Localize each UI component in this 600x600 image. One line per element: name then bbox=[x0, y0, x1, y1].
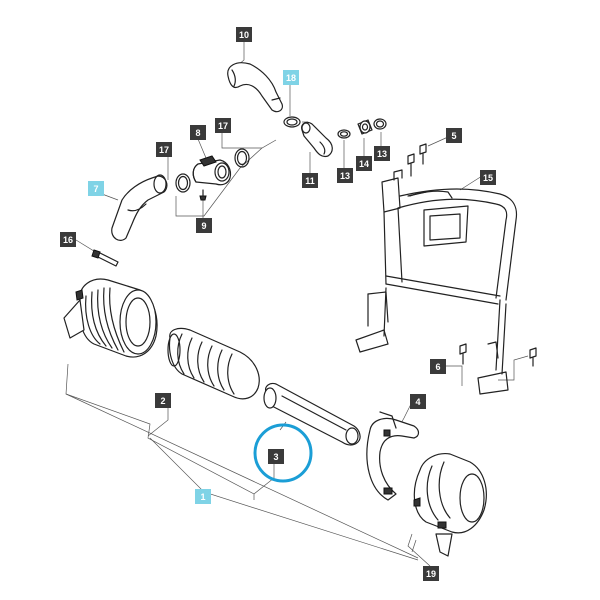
svg-text:17: 17 bbox=[159, 145, 169, 155]
clamp-13-right bbox=[373, 118, 387, 130]
callout-8: 8 bbox=[190, 125, 206, 140]
svg-text:11: 11 bbox=[305, 176, 315, 186]
svg-text:2: 2 bbox=[160, 396, 165, 406]
svg-text:3: 3 bbox=[273, 452, 278, 462]
callout-9: 9 bbox=[196, 218, 212, 233]
highlight-ring bbox=[253, 423, 313, 483]
clamp-17-left bbox=[175, 173, 191, 193]
callout-17-upper: 17 bbox=[215, 118, 231, 133]
svg-text:15: 15 bbox=[483, 173, 493, 183]
callout-3: 3 bbox=[268, 449, 284, 464]
intake-hose bbox=[111, 174, 168, 241]
callout-labels: 10 18 8 17 17 7 9 16 11 13 14 13 5 15 6 … bbox=[60, 27, 496, 581]
svg-text:18: 18 bbox=[286, 73, 296, 83]
callout-10: 10 bbox=[236, 27, 252, 42]
svg-text:7: 7 bbox=[93, 184, 98, 194]
mounting-bracket bbox=[355, 169, 518, 395]
callout-19: 19 bbox=[423, 566, 439, 581]
bolt-6-right bbox=[529, 347, 537, 367]
svg-text:19: 19 bbox=[426, 569, 436, 579]
filter-housing bbox=[63, 278, 158, 358]
screw-9 bbox=[199, 189, 207, 201]
callout-1: 1 bbox=[195, 489, 211, 504]
clamp-17-right bbox=[234, 148, 250, 168]
callout-11: 11 bbox=[302, 173, 318, 188]
bolt-5-right bbox=[419, 143, 427, 165]
bolt-16 bbox=[91, 249, 119, 267]
callout-16: 16 bbox=[60, 232, 76, 247]
clamp-13-left bbox=[337, 129, 351, 139]
filter-element bbox=[167, 327, 260, 400]
bolt-6-left bbox=[459, 343, 467, 365]
end-cap bbox=[413, 453, 487, 557]
elbow-pipe bbox=[301, 121, 333, 158]
svg-text:14: 14 bbox=[359, 159, 369, 169]
callout-15: 15 bbox=[480, 170, 496, 185]
sensor-housing bbox=[192, 155, 232, 186]
callout-13-right: 13 bbox=[374, 146, 390, 161]
callout-2: 2 bbox=[155, 393, 171, 408]
callout-13-left: 13 bbox=[337, 168, 353, 183]
svg-text:9: 9 bbox=[201, 221, 206, 231]
callout-17-lower: 17 bbox=[156, 142, 172, 157]
svg-text:13: 13 bbox=[377, 149, 387, 159]
svg-text:6: 6 bbox=[435, 362, 440, 372]
callout-6: 6 bbox=[430, 359, 446, 374]
svg-text:13: 13 bbox=[340, 171, 350, 181]
callout-5: 5 bbox=[446, 128, 462, 143]
svg-text:8: 8 bbox=[195, 128, 200, 138]
svg-text:10: 10 bbox=[239, 30, 249, 40]
callout-4: 4 bbox=[410, 394, 426, 409]
svg-text:4: 4 bbox=[415, 397, 420, 407]
svg-text:16: 16 bbox=[63, 235, 73, 245]
safety-element bbox=[263, 382, 361, 446]
clamp-small bbox=[283, 116, 301, 128]
callout-7: 7 bbox=[88, 181, 104, 196]
band-clamp bbox=[366, 411, 420, 501]
sleeve-14 bbox=[357, 119, 373, 135]
svg-text:1: 1 bbox=[200, 492, 205, 502]
bolt-5-left bbox=[407, 153, 415, 177]
svg-text:5: 5 bbox=[451, 131, 456, 141]
svg-text:17: 17 bbox=[218, 121, 228, 131]
hose-upper bbox=[227, 62, 283, 113]
callout-18: 18 bbox=[283, 70, 299, 85]
callout-14: 14 bbox=[356, 156, 372, 171]
